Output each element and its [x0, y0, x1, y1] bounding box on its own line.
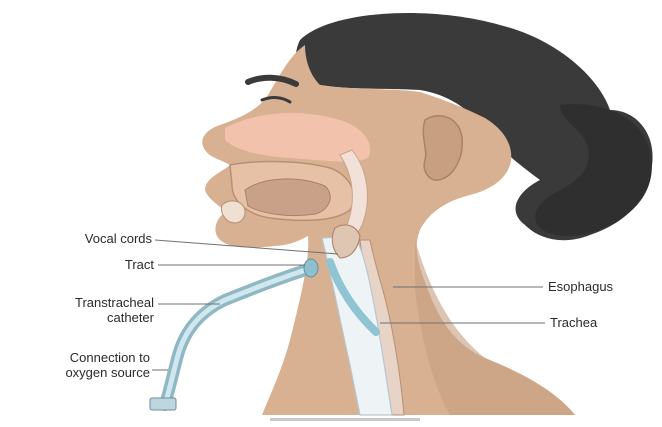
label-trachea: Trachea [550, 315, 597, 330]
tongue [245, 179, 330, 216]
label-connection-oxygen: Connection to oxygen source [2, 350, 150, 380]
credit-mark [270, 418, 420, 421]
oxygen-connector [150, 398, 176, 410]
label-esophagus: Esophagus [548, 279, 613, 294]
label-tract: Tract [30, 257, 154, 272]
eyebrow [248, 78, 296, 84]
catheter-collar [304, 259, 318, 277]
label-vocal-cords: Vocal cords [30, 231, 152, 246]
label-transtracheal-catheter: Transtracheal catheter [2, 295, 154, 325]
